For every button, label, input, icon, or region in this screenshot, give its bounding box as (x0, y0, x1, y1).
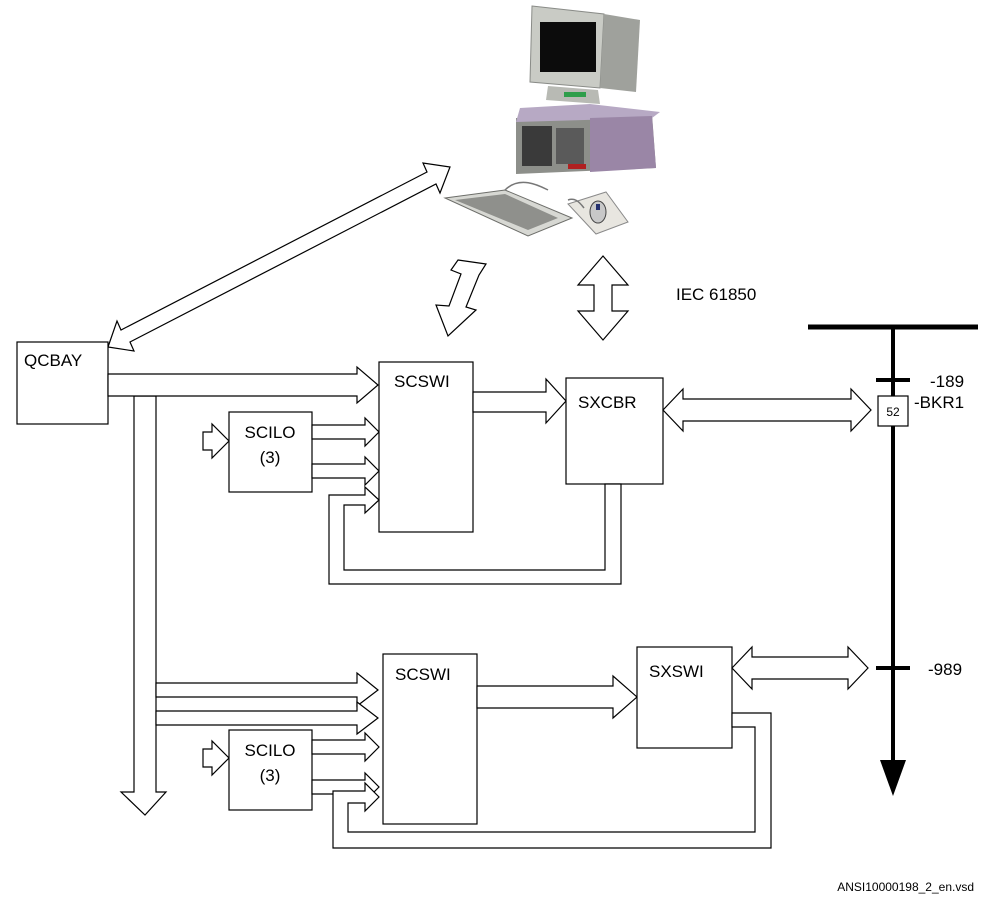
breaker-52-symbol (877, 395, 909, 427)
scswi2-block (382, 653, 478, 825)
sxcbr-feedback-loop (328, 483, 622, 585)
scilo1-label: SCILO (244, 423, 295, 442)
scilo2-to-scswi2-arrow-a (311, 731, 380, 763)
scilo1-input-arrow (202, 422, 230, 460)
sxcbr-label: SXCBR (578, 393, 637, 412)
scilo2-label: SCILO (244, 741, 295, 760)
scilo1-count: (3) (260, 448, 281, 467)
breaker-52-label: 52 (886, 405, 900, 419)
disconnector-189-label: -189 (930, 372, 964, 391)
sxswi-label: SXSWI (649, 662, 704, 681)
file-name-label: ANSI10000198_2_en.vsd (837, 880, 974, 894)
scilo1-to-scswi1-arrow-a (311, 416, 380, 448)
sxcbr-block (565, 377, 664, 485)
sxswi-feedback-loop (332, 712, 772, 849)
scswi-communication-arrow (435, 259, 488, 338)
scilo2-count: (3) (260, 766, 281, 785)
scswi1-label: SCSWI (394, 372, 450, 391)
sxswi-block (636, 646, 733, 749)
qcbay-down-arrow (119, 395, 168, 816)
single-line-diagram (808, 324, 978, 796)
qcbay-label: QCBAY (24, 351, 82, 370)
breaker-bkr1-label: -BKR1 (914, 393, 964, 412)
earthing-switch-989-label: -989 (928, 660, 962, 679)
bus-to-scswi2-arrow-a (155, 671, 379, 708)
scilo2-block (228, 729, 313, 811)
sxcbr-breaker-arrow (662, 387, 872, 433)
scilo1-to-scswi1-arrow-b (311, 455, 380, 487)
scswi1-block (378, 361, 474, 533)
qcbay-communication-arrow (107, 162, 451, 352)
iec61850-communication-arrow (576, 255, 630, 341)
computer-workstation-icon (443, 5, 660, 237)
scswi1-to-sxcbr-arrow (472, 377, 567, 425)
qcbay-to-scswi1-arrow (107, 365, 379, 405)
bus-to-scswi2-arrow-b (155, 700, 379, 736)
sxswi-earthing-arrow (731, 645, 869, 691)
iec61850-label: IEC 61850 (676, 285, 756, 304)
scswi2-label: SCSWI (395, 665, 451, 684)
scilo2-input-arrow (202, 739, 230, 777)
scswi2-to-sxswi-arrow (476, 674, 638, 720)
scilo1-block (228, 411, 313, 493)
